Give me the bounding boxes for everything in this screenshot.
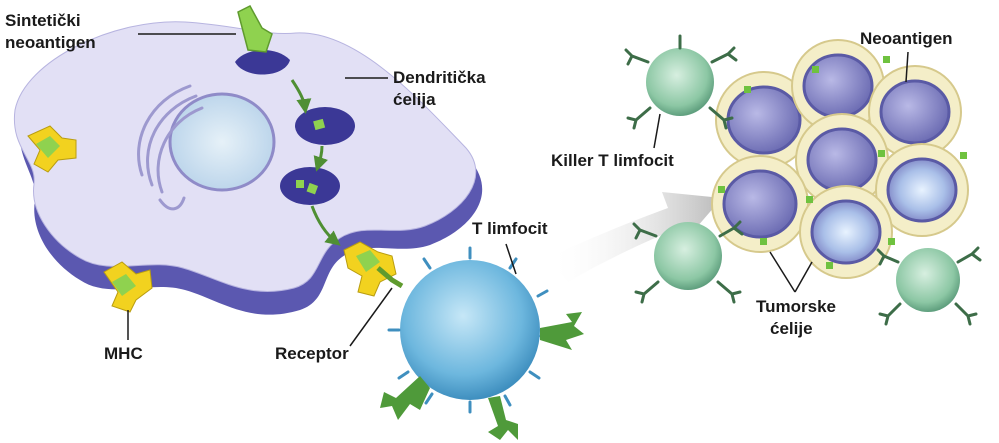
label-mhc: MHC	[104, 344, 143, 363]
t-receptor	[488, 396, 518, 440]
label-neoantigen: Neoantigen	[860, 29, 953, 48]
t-lymphocyte	[380, 246, 584, 440]
leader-neoantigen	[905, 51, 909, 83]
vesicle-1	[295, 107, 355, 145]
t-receptor	[540, 312, 584, 350]
process-arrow	[310, 205, 341, 246]
killer-t-cell-top	[624, 34, 738, 130]
label-t-lymphocyte: T limfocit	[472, 219, 548, 238]
label-dendritic-cell-line1: Dendritička	[393, 68, 486, 87]
antigen-fragment	[313, 118, 326, 131]
mhc-molecule-left	[27, 125, 77, 173]
leader-tumor-1	[769, 251, 796, 293]
neoantigen-markers	[718, 56, 967, 269]
label-dendritic-cell-line2: ćelija	[393, 90, 436, 109]
antigen-fragment	[306, 182, 319, 195]
label-receptor: Receptor	[275, 344, 349, 363]
mhc-molecule-bottom	[103, 261, 153, 313]
leader-killer	[653, 113, 661, 149]
tumor-cell	[715, 71, 813, 169]
tumor-cell	[875, 143, 969, 237]
leader-t-limfocit	[505, 243, 517, 275]
synthetic-neoantigen-icon	[237, 5, 273, 53]
label-tumor-cells-line2: ćelije	[770, 319, 813, 338]
endocytic-pocket	[235, 50, 290, 75]
dendritic-nucleus	[168, 92, 276, 192]
dendritic-cell	[13, 21, 483, 315]
t-receptor	[380, 376, 430, 420]
tumor-cell	[711, 155, 809, 253]
killer-t-cell-bottom-left	[632, 220, 744, 304]
mhc-molecule-receptor	[343, 241, 404, 297]
t-lymphocyte-body	[400, 260, 540, 400]
label-tumor-cells-line1: Tumorske	[756, 297, 836, 316]
leader-tumor-2	[794, 261, 813, 293]
antigen-fragment	[296, 180, 304, 188]
endoplasmic-reticulum	[137, 84, 204, 211]
label-synthetic-neoantigen-line2: neoantigen	[5, 33, 96, 52]
tumor-cell	[868, 65, 962, 159]
leader-lines	[127, 33, 909, 347]
tumor-cell	[799, 185, 893, 279]
label-killer-t-lymphocyte: Killer T limfocit	[551, 151, 674, 170]
process-arrow	[313, 145, 328, 172]
killer-t-cell-bottom-right	[876, 246, 982, 326]
leader-receptor	[349, 287, 393, 347]
label-synthetic-neoantigen-line1: Sintetički	[5, 11, 81, 30]
tumor-cluster	[711, 39, 969, 279]
process-arrow	[290, 79, 312, 114]
